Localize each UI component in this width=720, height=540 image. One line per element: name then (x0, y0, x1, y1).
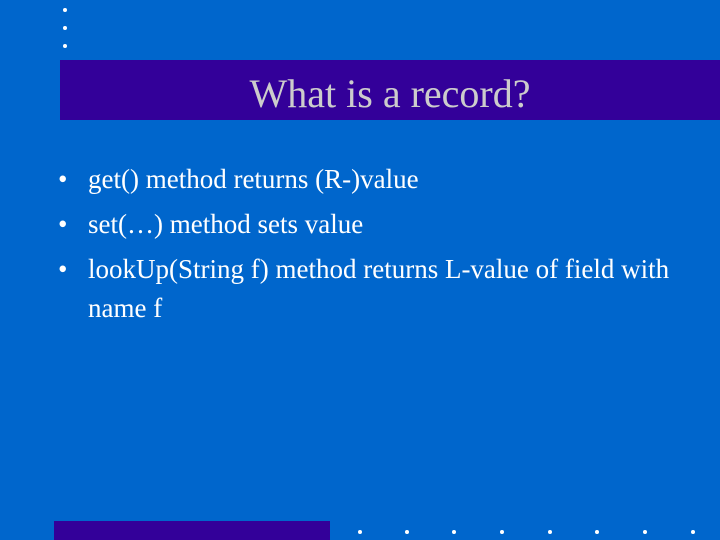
decor-dot (358, 530, 362, 534)
slide-title: What is a record? (249, 71, 531, 116)
decor-dot (452, 530, 456, 534)
decor-dot (548, 530, 552, 534)
decorative-dots-vertical (63, 8, 69, 52)
decor-dot (643, 530, 647, 534)
bullet-list: • get() method returns (R-)value • set(…… (58, 160, 678, 334)
bullet-item: • set(…) method sets value (58, 205, 678, 244)
bullet-text: lookUp(String f) method returns L-value … (88, 254, 670, 323)
decor-dot (405, 530, 409, 534)
decor-dot (595, 530, 599, 534)
decor-dot (63, 44, 67, 48)
bullet-marker: • (58, 209, 68, 239)
bullet-text: set(…) method sets value (88, 209, 364, 239)
bullet-marker: • (58, 254, 68, 284)
decor-dot (63, 26, 67, 30)
bullet-marker: • (58, 164, 68, 194)
title-band: What is a record? (60, 60, 720, 120)
bullet-text: get() method returns (R-)value (88, 164, 419, 194)
decorative-dots-horizontal (330, 530, 720, 536)
decor-dot (691, 530, 695, 534)
decor-dot (500, 530, 504, 534)
bullet-item: • lookUp(String f) method returns L-valu… (58, 250, 678, 328)
bottom-band (54, 521, 330, 540)
decor-dot (63, 8, 67, 12)
bullet-item: • get() method returns (R-)value (58, 160, 678, 199)
